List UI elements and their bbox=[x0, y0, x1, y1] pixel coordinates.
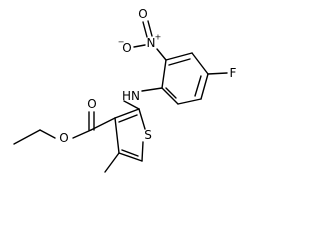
bond-benz-inner-3 bbox=[165, 87, 177, 99]
bond-nitro-n-o-left bbox=[133, 44, 146, 48]
bond-ring-c4-c3 bbox=[114, 117, 120, 154]
bond-nitro-n-o-top-a bbox=[142, 21, 148, 38]
bond-ethyl-ch2-o bbox=[39, 129, 56, 139]
bond-nitro-n-o-top-b bbox=[147, 20, 153, 37]
bond-benz-c2-c3 bbox=[165, 52, 193, 61]
bond-ring-c3-c2 bbox=[114, 108, 140, 119]
nitro-oxygen-left-label: O bbox=[122, 41, 131, 55]
bond-benz-c6-c1 bbox=[161, 87, 179, 105]
nitro-oxygen-top-label: O bbox=[138, 7, 147, 21]
bond-carbonyl-c-ring bbox=[90, 117, 116, 131]
bond-benz-f bbox=[207, 72, 228, 75]
bond-ring-c5-c4-inner bbox=[121, 149, 139, 157]
bond-benz-c1-c2 bbox=[161, 59, 167, 89]
bond-o-carbonyl-c bbox=[72, 129, 92, 139]
bond-ring-c2-s bbox=[138, 108, 146, 130]
bond-c2-nh bbox=[123, 100, 140, 110]
ester-ether-oxygen: O bbox=[59, 131, 68, 145]
bond-benz-c4-c5 bbox=[200, 73, 209, 100]
structure-diagram: O O HN S N + O − O F bbox=[13, 7, 237, 173]
bond-benz-inner-2 bbox=[194, 75, 202, 97]
nitro-nitrogen-label: N bbox=[147, 36, 156, 50]
ester-carbonyl-oxygen: O bbox=[87, 97, 96, 111]
bond-ethyl-ch3-ch2 bbox=[13, 129, 41, 145]
bond-benz-c3-c4 bbox=[191, 52, 209, 75]
nitro-nitrogen-charge: + bbox=[155, 33, 162, 42]
bond-benz-inner-1 bbox=[168, 58, 191, 66]
bond-benz-c5-c6 bbox=[177, 98, 202, 105]
bond-ring-methyl bbox=[104, 152, 120, 173]
nitro-oxygen-left-charge: − bbox=[118, 38, 125, 47]
bond-nh-aryl bbox=[141, 87, 163, 92]
fluorine-label: F bbox=[230, 66, 237, 80]
bond-ring-c5-c4 bbox=[118, 152, 143, 162]
sulfur-label: S bbox=[144, 128, 152, 142]
bond-ring-s-c5 bbox=[141, 141, 144, 162]
bond-ring-c3-c2-inner bbox=[118, 114, 138, 123]
amine-label: HN bbox=[122, 89, 140, 103]
bond-benz-nitro-n bbox=[156, 48, 167, 61]
